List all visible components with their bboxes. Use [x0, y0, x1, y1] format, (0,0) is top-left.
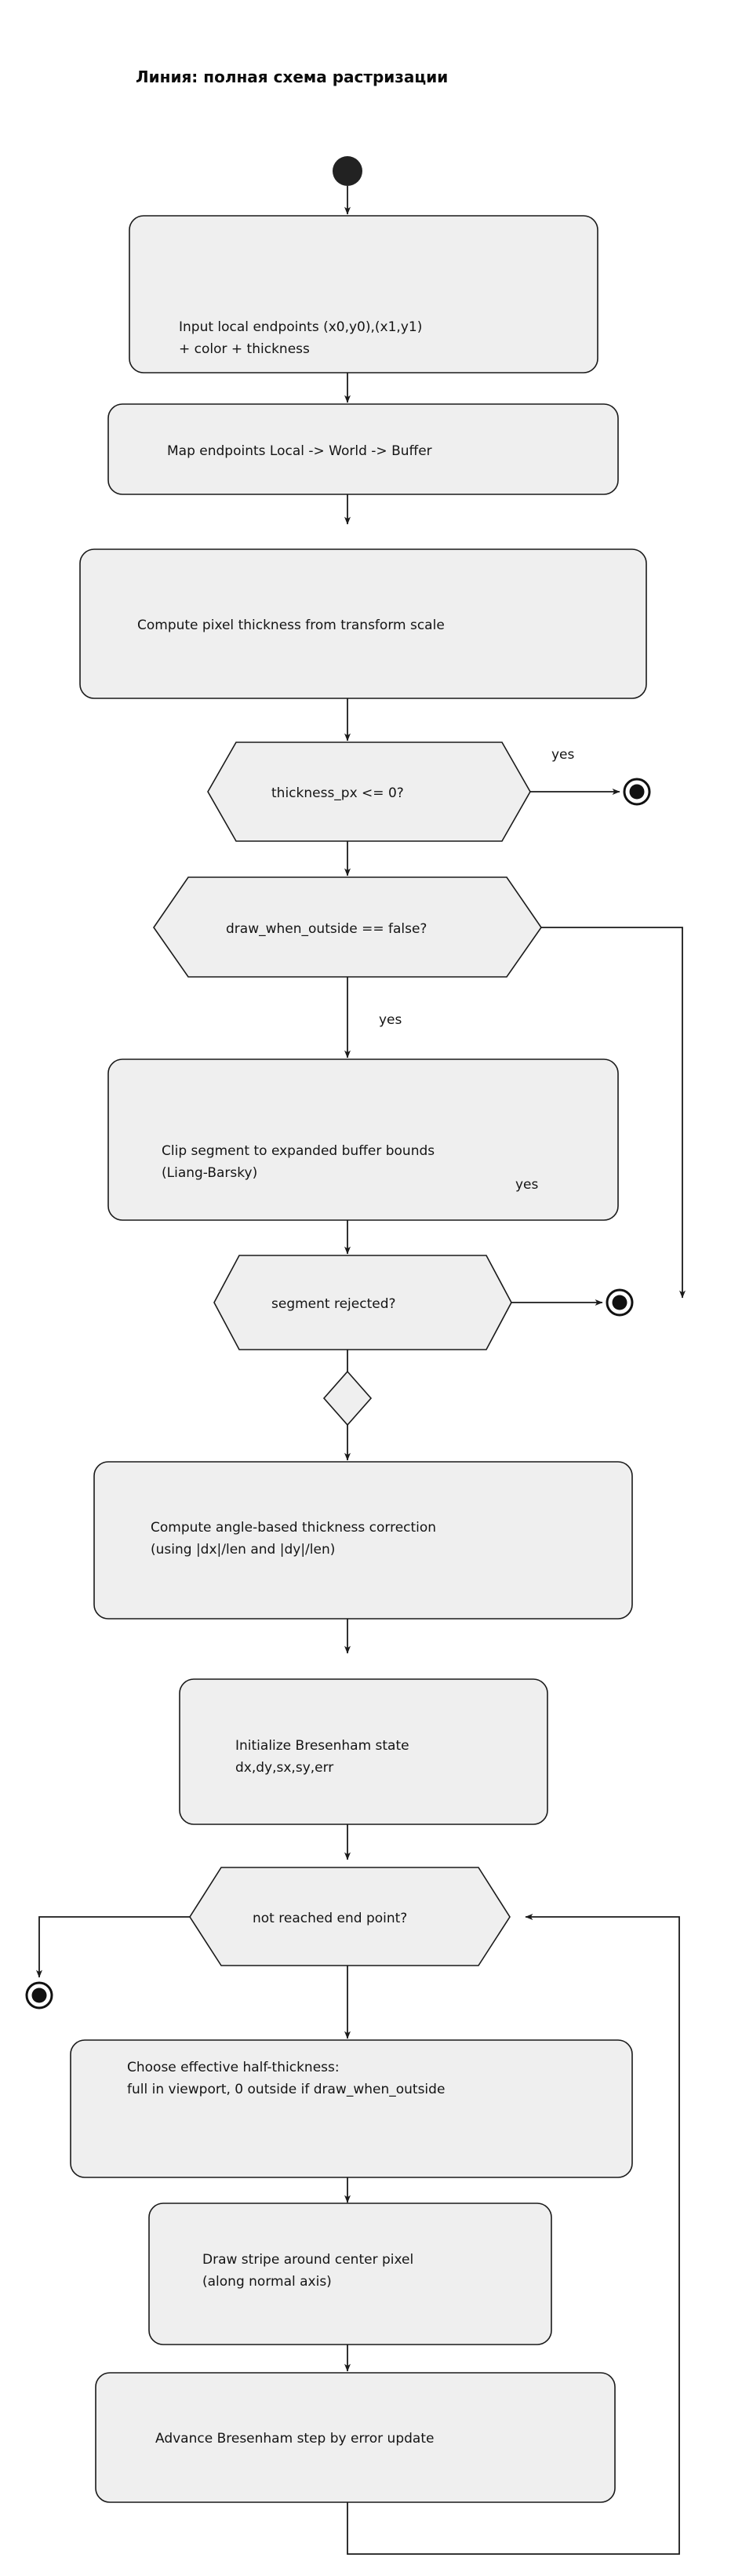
node-input-endpoints-line2: + color + thickness [179, 341, 310, 357]
node-decision-loop-label: not reached end point? [253, 1911, 407, 1926]
node-decision-segment-rejected-label: segment rejected? [271, 1296, 396, 1312]
node-choose-half-thickness-line1: Choose effective half-thickness: [127, 2060, 340, 2075]
node-angle-correction[interactable] [93, 1461, 633, 1620]
node-choose-half-thickness[interactable] [70, 2039, 633, 2178]
edge-loopback-to-decision [525, 1914, 680, 2487]
edge-advance-loopback [347, 2487, 680, 2555]
edge-loop-exit-to-end [36, 1916, 190, 1978]
node-map-endpoints-line1: Map endpoints Local -> World -> Buffer [167, 443, 432, 459]
start-node [333, 156, 362, 186]
node-decision-segment-rejected[interactable] [213, 1255, 512, 1350]
node-init-bresenham-line2: dx,dy,sx,sy,err [235, 1760, 333, 1776]
page-title: Линия: полная схема растризации [136, 67, 448, 86]
edge-label-thickness-yes: yes [551, 747, 575, 763]
node-init-bresenham[interactable] [179, 1678, 548, 1825]
node-clip-segment-line2: (Liang-Barsky) [162, 1165, 257, 1181]
node-draw-stripe-line2: (along normal axis) [202, 2274, 332, 2290]
node-map-endpoints[interactable] [107, 403, 619, 495]
node-decision-draw-when-outside[interactable] [153, 876, 542, 978]
node-init-bresenham-line1: Initialize Bresenham state [235, 1738, 409, 1754]
edge-label-outside-yes: yes [379, 1012, 402, 1028]
node-advance-bresenham[interactable] [95, 2372, 616, 2503]
node-advance-bresenham-line1: Advance Bresenham step by error update [155, 2431, 434, 2447]
end-node-thickness-core [629, 784, 645, 800]
node-input-endpoints[interactable] [129, 215, 598, 373]
node-draw-stripe[interactable] [148, 2203, 552, 2345]
node-clip-segment-line1: Clip segment to expanded buffer bounds [162, 1143, 435, 1159]
end-node-loop-core [31, 1988, 47, 2003]
end-node-rejected-core [612, 1295, 627, 1310]
merge-node [322, 1370, 373, 1426]
node-compute-thickness[interactable] [79, 548, 647, 699]
node-compute-thickness-line1: Compute pixel thickness from transform s… [137, 618, 445, 633]
node-angle-correction-line2: (using |dx|/len and |dy|/len) [151, 1542, 335, 1558]
node-decision-draw-when-outside-label: draw_when_outside == false? [226, 921, 427, 937]
node-decision-thickness-zero[interactable] [207, 741, 531, 842]
node-decision-thickness-zero-label: thickness_px <= 0? [271, 785, 404, 801]
edge-label-rejected-yes: yes [515, 1177, 539, 1193]
node-input-endpoints-line1: Input local endpoints (x0,y0),(x1,y1) [179, 319, 422, 335]
node-choose-half-thickness-line2: full in viewport, 0 outside if draw_when… [127, 2082, 445, 2097]
node-clip-segment[interactable] [107, 1058, 619, 1221]
edge-outside-bypass-to-merge [541, 927, 686, 1299]
node-angle-correction-line1: Compute angle-based thickness correction [151, 1520, 436, 1536]
node-draw-stripe-line1: Draw stripe around center pixel [202, 2252, 413, 2268]
